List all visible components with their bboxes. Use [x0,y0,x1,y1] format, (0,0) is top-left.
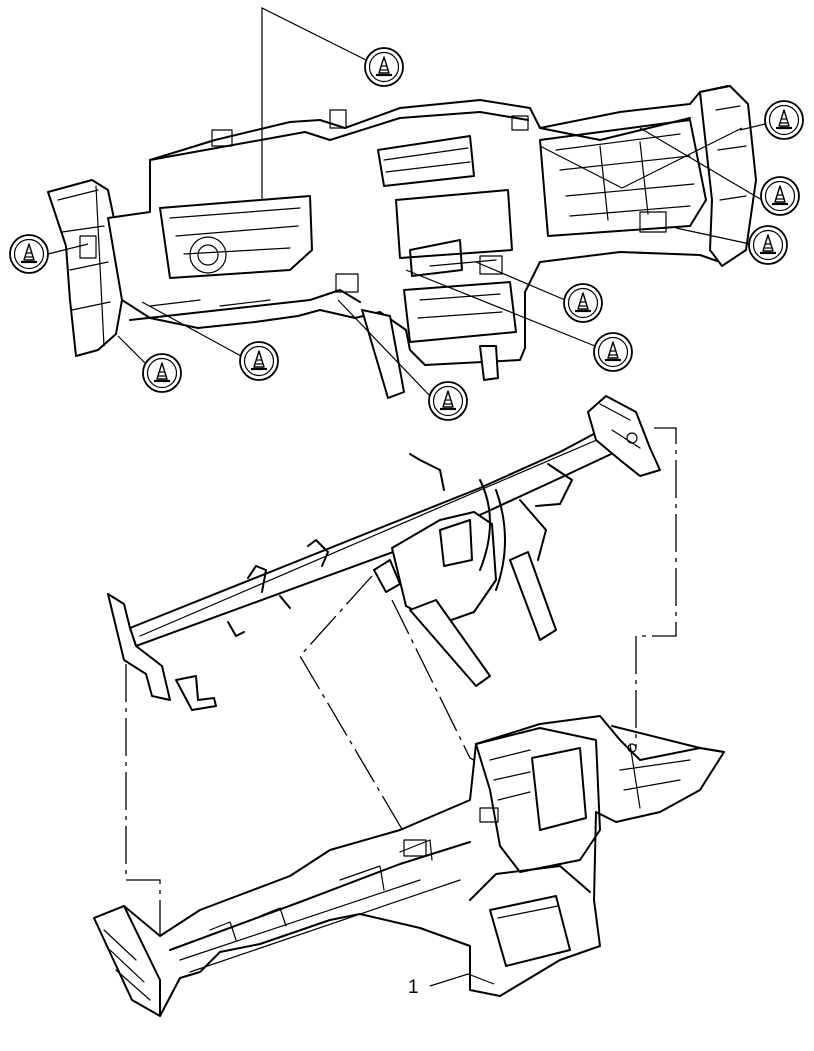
torque-wrench-socket-icon [747,224,789,266]
torque-wrench-socket-icon [141,352,183,394]
torque-wrench-socket-icon [427,380,469,422]
torque-wrench-socket-icon [759,175,801,217]
steering-support-reinforcement [107,395,661,711]
callout-number: 1 [408,977,419,998]
torque-wrench-socket-icon [238,340,280,382]
torque-wrench-socket-icon [763,99,805,141]
upper-panel-assembly [47,85,757,399]
torque-wrench-socket-icon [8,233,50,275]
instrument-panel-substrate [93,715,725,1017]
torque-wrench-socket-icon [363,46,405,88]
torque-wrench-socket-icon [592,331,634,373]
torque-wrench-socket-icon [562,282,604,324]
callout-1: 1 [408,973,495,998]
torque-leader-lines [47,7,766,397]
